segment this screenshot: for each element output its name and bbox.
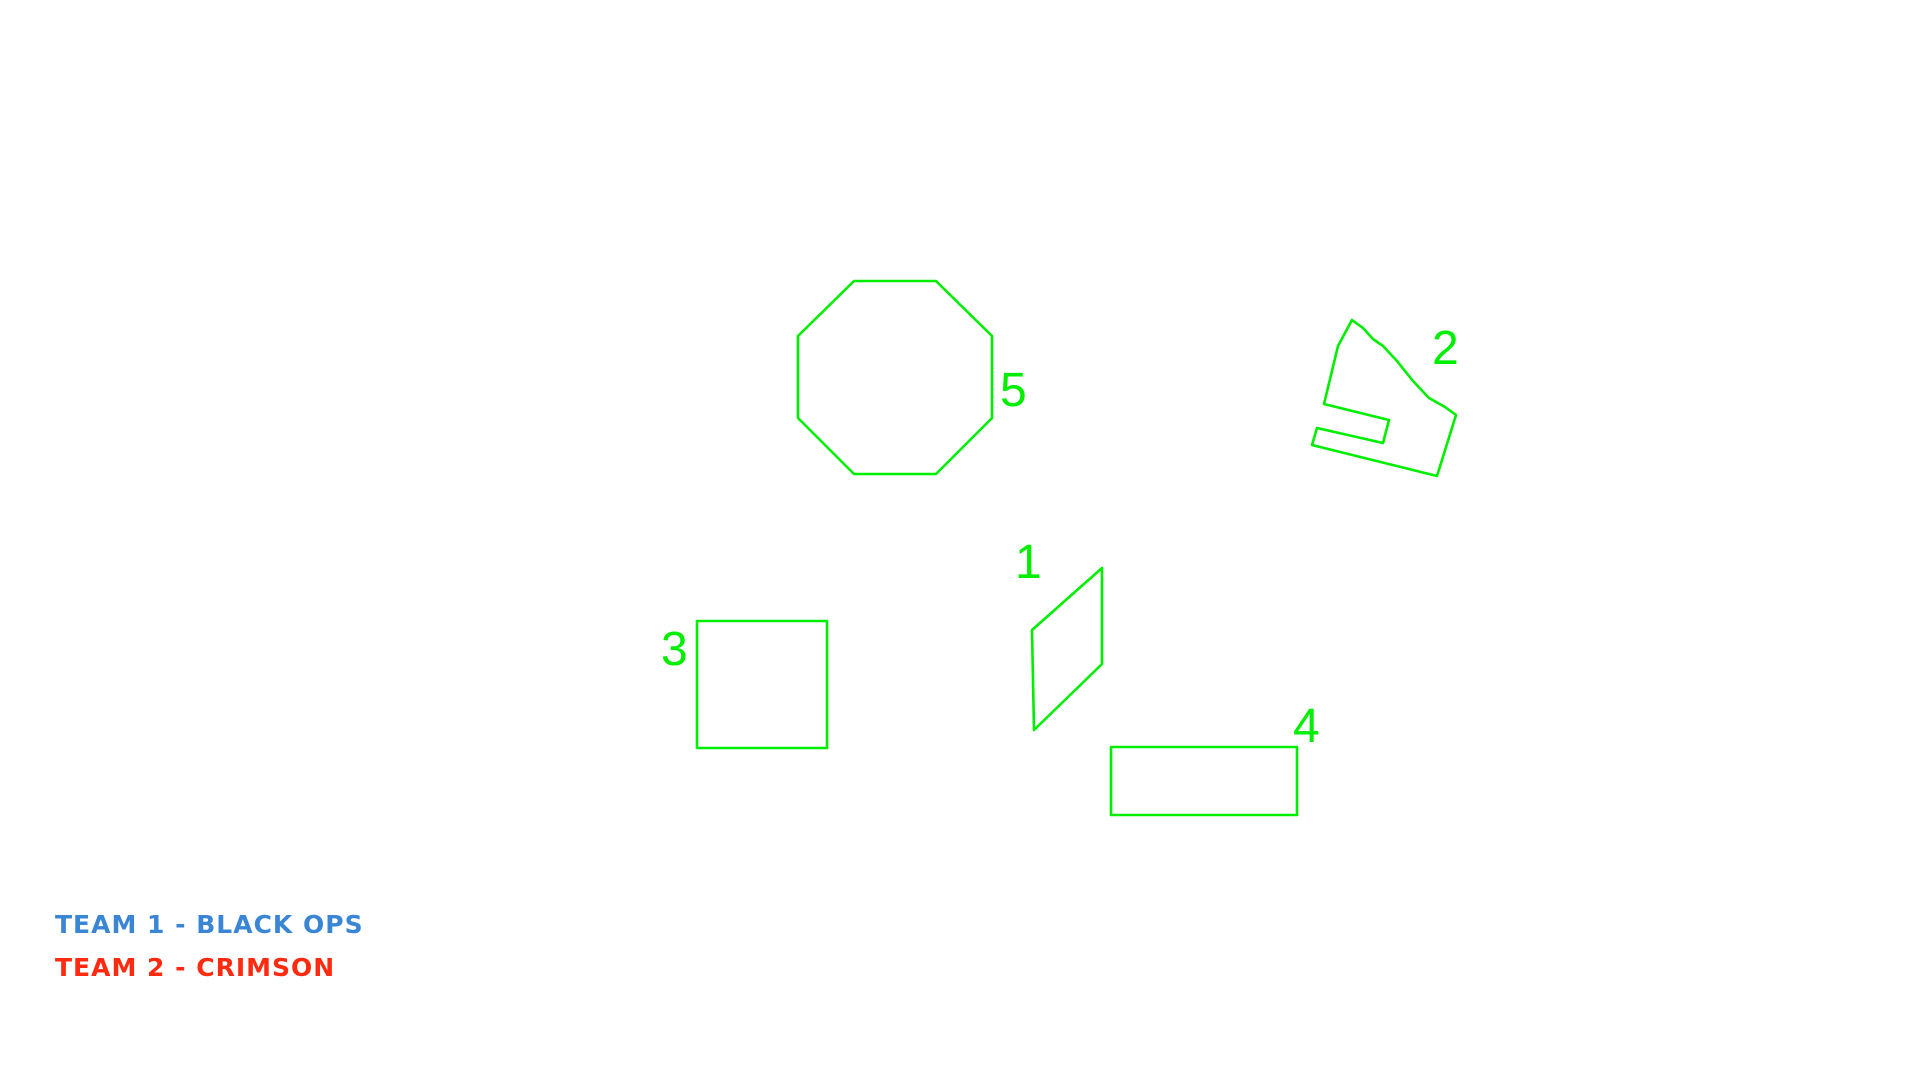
zone-3-label: 3 bbox=[661, 623, 688, 676]
zone-1-label: 1 bbox=[1015, 536, 1042, 589]
zone-3-square[interactable] bbox=[695, 619, 829, 750]
team-2-label: TEAM 2 - CRIMSON bbox=[55, 953, 336, 982]
zone-1-parallelogram[interactable] bbox=[1030, 566, 1104, 732]
zone-5-label: 5 bbox=[1000, 364, 1027, 417]
zone-5-octagon[interactable] bbox=[796, 279, 994, 476]
zone-2-label: 2 bbox=[1432, 322, 1459, 375]
zone-4-label: 4 bbox=[1293, 700, 1320, 753]
zone-2-polygon[interactable] bbox=[1310, 318, 1458, 478]
team-1-label: TEAM 1 - BLACK OPS bbox=[55, 910, 364, 939]
zone-4-rectangle[interactable] bbox=[1109, 745, 1299, 817]
